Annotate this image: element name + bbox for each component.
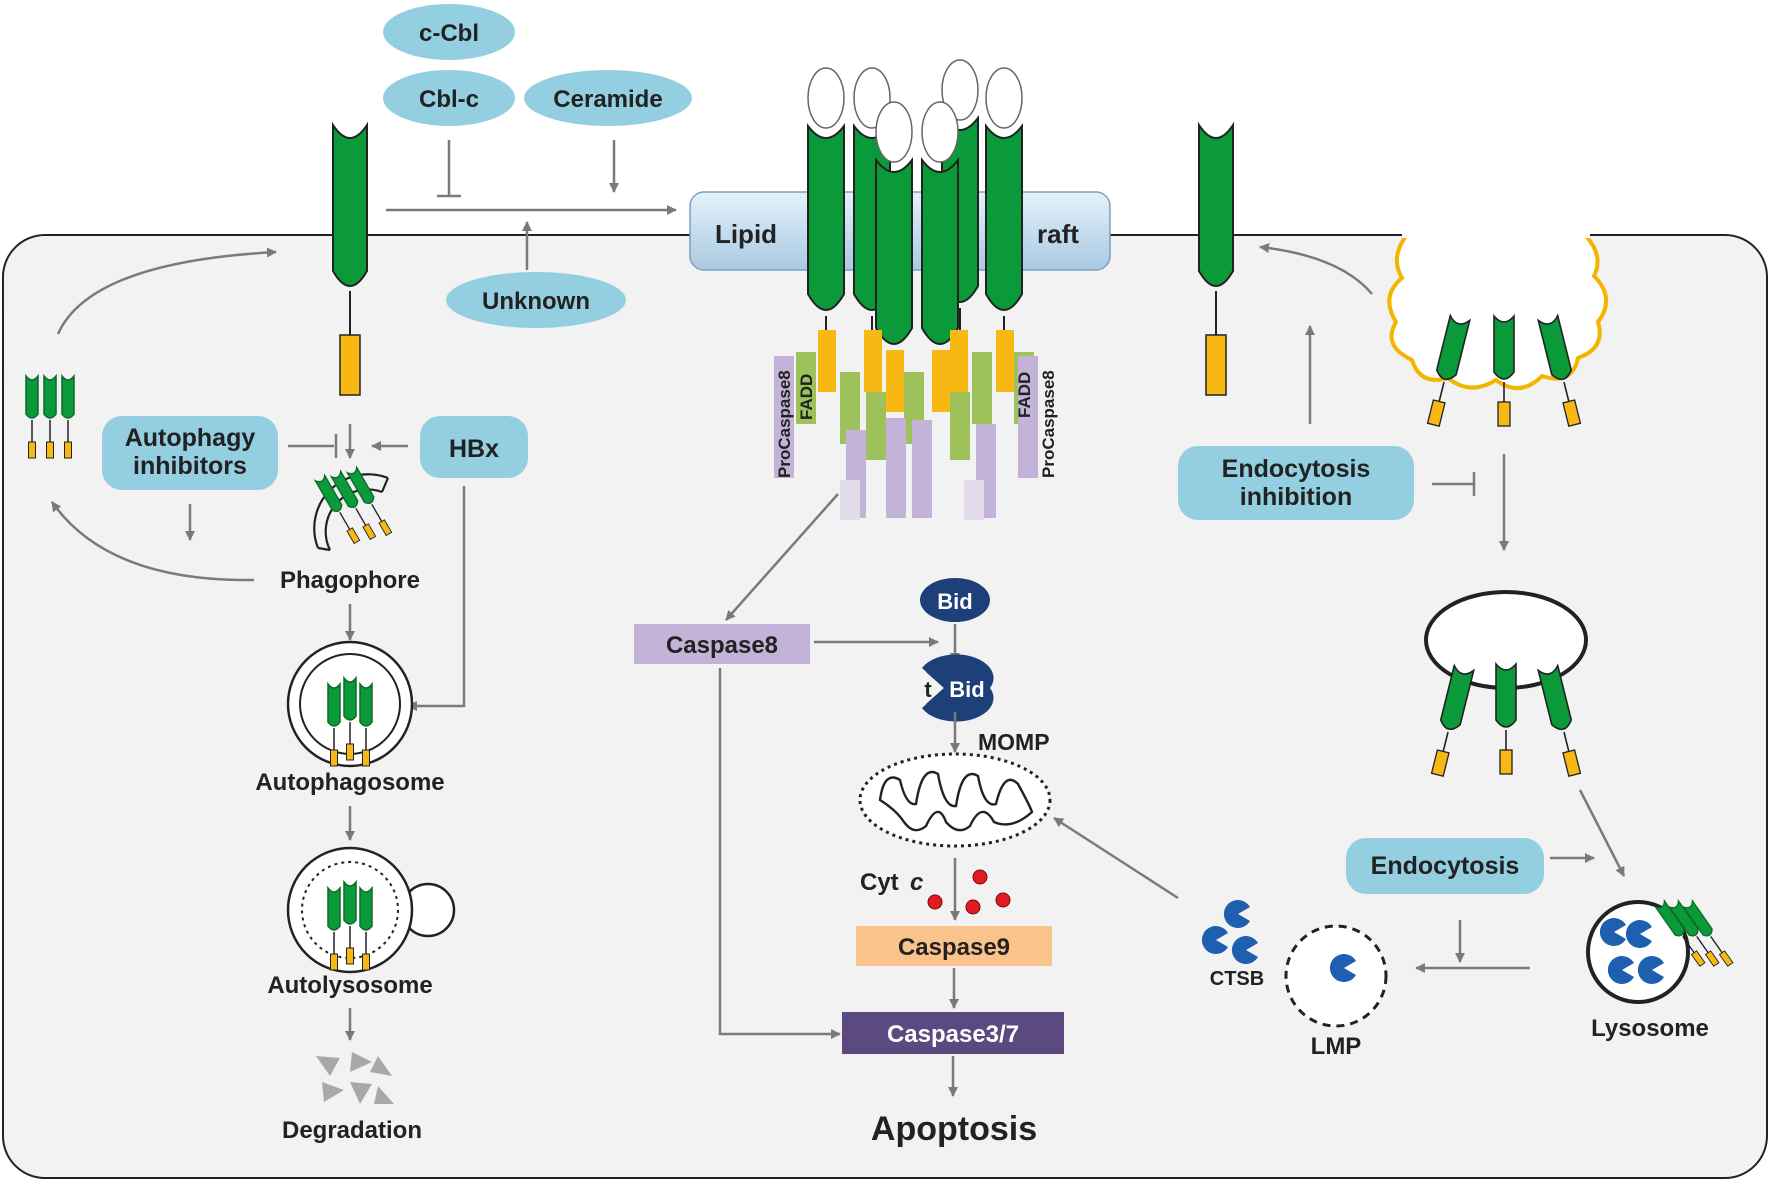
procaspase8-right-label: ProCaspase8 (1039, 370, 1058, 478)
cbl-c-label: Cbl-c (419, 86, 479, 113)
degradation-icon (316, 1052, 394, 1104)
autophagosome-label: Autophagosome (255, 769, 444, 796)
c-cbl-label: c-Cbl (419, 20, 479, 47)
lmp-label: LMP (1311, 1033, 1362, 1060)
unknown-node (446, 272, 626, 328)
hbx-node (420, 416, 528, 478)
hbx-label: HBx (449, 435, 499, 463)
fadd-left-label: FADD (797, 374, 816, 420)
caspase9-label: Caspase9 (898, 934, 1010, 961)
fadd-right-label: FADD (1015, 372, 1034, 418)
phagophore-icon (313, 466, 395, 552)
c-cbl-node (383, 4, 515, 60)
procaspase8-left-label: ProCaspase8 (775, 370, 794, 478)
degradation-label: Degradation (282, 1117, 422, 1144)
endocytic-pit-icon (1387, 228, 1608, 428)
endocytosis-node (1346, 838, 1544, 894)
momp-label: MOMP (978, 729, 1050, 755)
endosome-icon (1424, 590, 1588, 778)
caspase8-node (634, 624, 810, 664)
autophagy-inhibitors-label-1: Autophagy (125, 424, 256, 452)
autophagy-inhibitors-node (102, 416, 278, 490)
tbid-t-label: t (924, 677, 932, 702)
lysosome-label: Lysosome (1591, 1015, 1709, 1042)
caspase37-node (842, 1012, 1064, 1054)
endocytosis-label: Endocytosis (1371, 852, 1520, 880)
autophagy-inhibitors-label-2: inhibitors (133, 452, 247, 480)
unknown-label: Unknown (482, 288, 590, 315)
lipid-label: Lipid (715, 219, 777, 249)
lmp-icon (1284, 924, 1388, 1028)
caspase8-label: Caspase8 (666, 632, 778, 659)
bid-node (920, 578, 990, 622)
cyt-label: Cyt (860, 869, 899, 896)
raft-label: raft (1037, 219, 1079, 249)
caspase37-label: Caspase3/7 (887, 1021, 1019, 1048)
lysosome-icon (1586, 900, 1736, 1004)
ctsb-label: CTSB (1210, 968, 1264, 990)
endocytosis-inhibition-label-1: Endocytosis (1222, 455, 1371, 483)
cytochrome-c-icon (927, 869, 1011, 915)
ceramide-label: Ceramide (553, 86, 662, 113)
phagophore-label: Phagophore (280, 567, 420, 594)
tbid-bid-label: Bid (949, 677, 984, 702)
autophagosome-icon (286, 640, 414, 768)
ceramide-node (524, 70, 692, 126)
caspase9-node (856, 926, 1052, 966)
cyt-c-label: c (910, 869, 923, 896)
mitochondrion-icon (858, 752, 1052, 848)
endocytosis-inhibition-label-2: inhibition (1240, 483, 1352, 511)
receptor-group-left (25, 375, 75, 459)
cbl-c-node (383, 70, 515, 126)
bid-label: Bid (937, 589, 972, 614)
autolysosome-label: Autolysosome (267, 972, 432, 999)
autolysosome-icon (286, 846, 456, 974)
receptor-cluster (774, 59, 1038, 520)
apoptosis-label: Apoptosis (871, 1110, 1037, 1148)
endocytosis-inhibition-node (1178, 446, 1414, 520)
